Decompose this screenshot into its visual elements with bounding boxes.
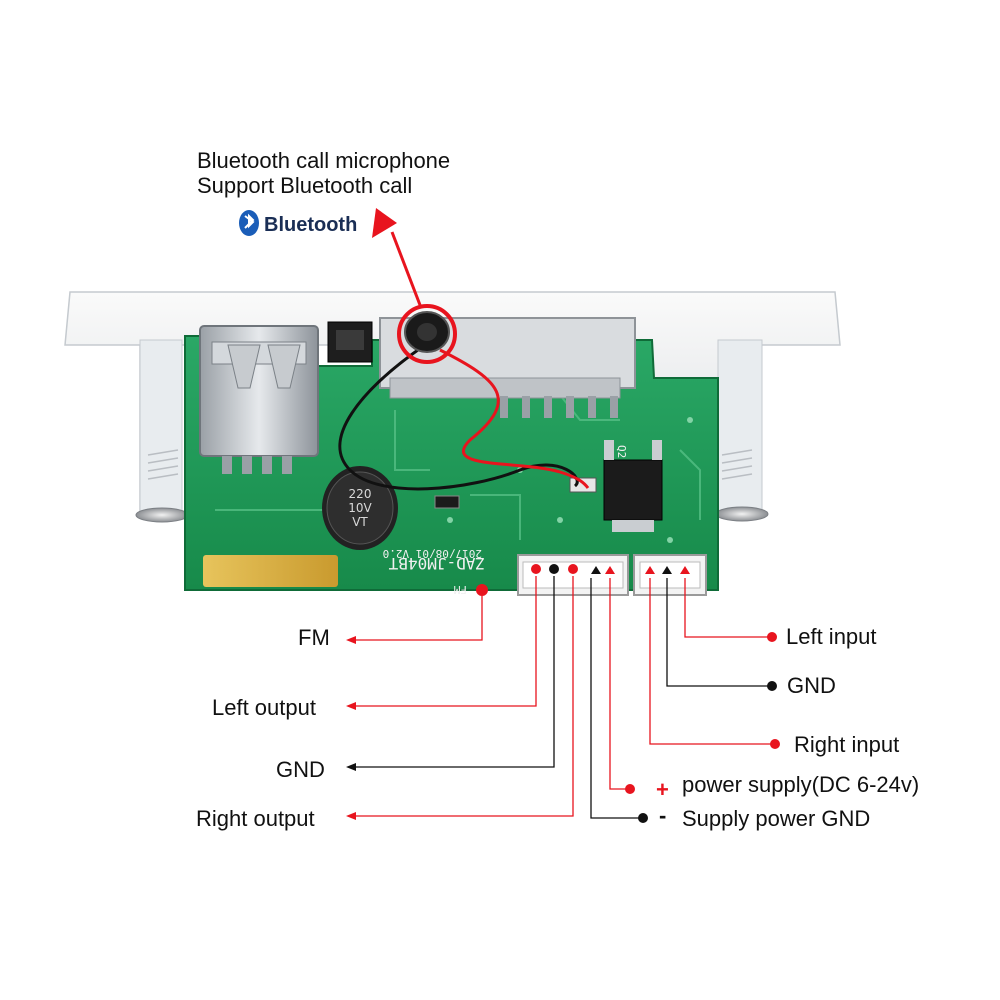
label-gnd-right: GND xyxy=(787,673,836,698)
silkscreen-date: 2017/08/01 V2.0 xyxy=(383,547,482,560)
bluetooth-logo-text: Bluetooth xyxy=(264,214,357,236)
leader-endpoints-right xyxy=(625,632,780,823)
mic-wire-black xyxy=(338,343,579,491)
mic-wire-red xyxy=(439,348,590,489)
callout-line-2: Support Bluetooth call xyxy=(197,173,413,198)
svg-text:220: 220 xyxy=(349,487,372,501)
bluetooth-icon xyxy=(239,210,259,236)
leader-lines-right xyxy=(590,578,773,819)
leader-lines-left xyxy=(355,576,574,817)
microphone xyxy=(397,304,457,364)
label-fm: FM xyxy=(298,625,330,650)
label-power-supply: power supply(DC 6-24v) xyxy=(682,772,920,797)
bluetooth-antenna xyxy=(203,555,338,587)
callout-line-1: Bluetooth call microphone xyxy=(197,148,451,173)
minus-sign: - xyxy=(659,803,667,828)
silkscreen-model: ZAD-JM04BT xyxy=(388,554,485,573)
connector-right xyxy=(633,554,707,596)
label-right-output: Right output xyxy=(196,806,315,831)
chip-label: Q2 xyxy=(615,445,628,458)
microphone-highlight-circle xyxy=(397,304,457,364)
plus-sign: + xyxy=(656,777,669,802)
label-right-input: Right input xyxy=(794,732,900,757)
label-left-input: Left input xyxy=(786,624,877,649)
silkscreen-fm: FM xyxy=(453,583,467,596)
leader-arrowheads-left xyxy=(346,636,356,820)
svg-text:VT: VT xyxy=(352,515,368,529)
pin-markers xyxy=(476,564,690,596)
label-gnd-left: GND xyxy=(276,757,325,782)
capacitor: 220 10V VT xyxy=(322,466,398,550)
svg-text:10V: 10V xyxy=(348,501,372,515)
callout-arrow xyxy=(372,208,422,306)
usb-port xyxy=(199,325,319,474)
regulator-chip xyxy=(603,440,663,532)
label-supply-gnd: Supply power GND xyxy=(682,806,871,831)
label-left-output: Left output xyxy=(212,695,316,720)
